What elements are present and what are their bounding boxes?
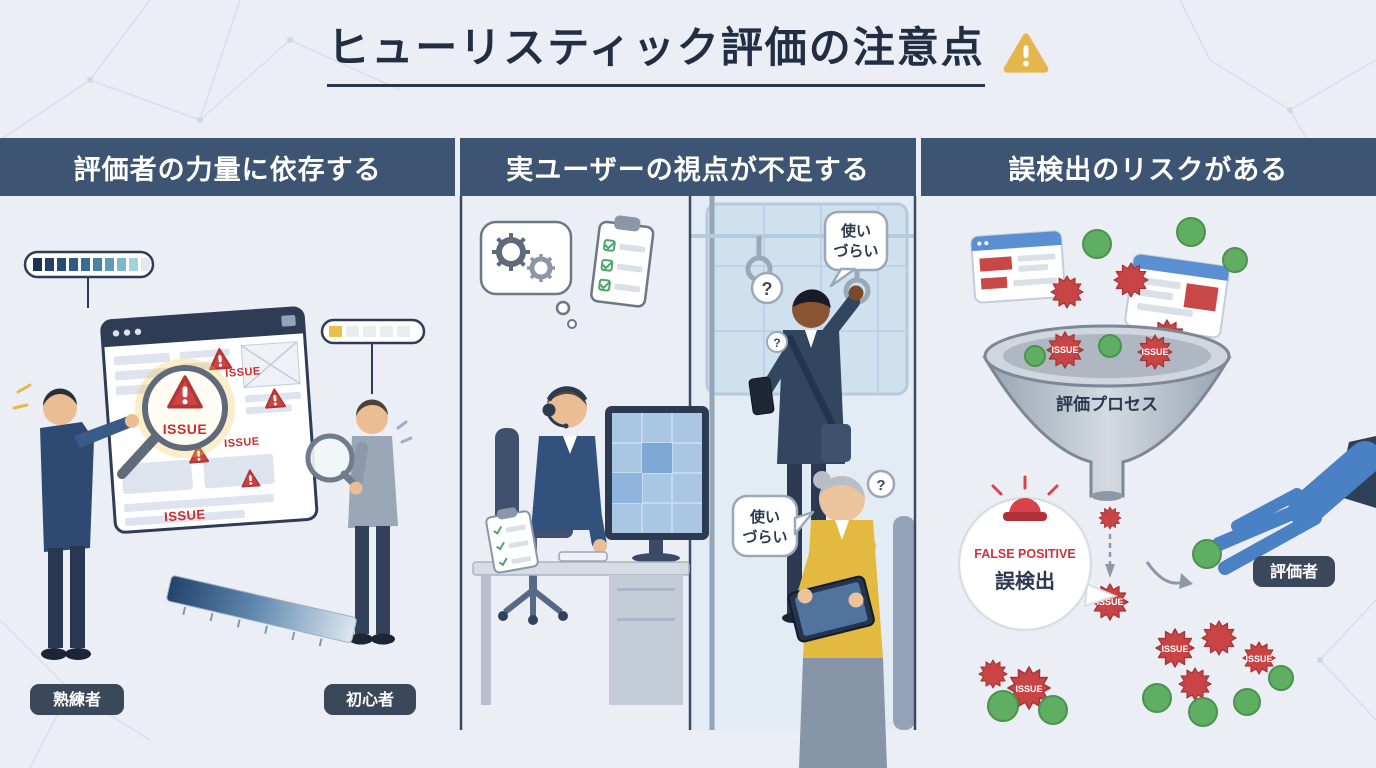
column-headers: 評価者の力量に依存する 実ユーザーの視点が不足する 誤検出のリスクがある — [0, 138, 1376, 196]
issue-burst-icon: ISSUE — [1091, 583, 1129, 621]
shoulder-bag — [821, 424, 851, 462]
beginner-badge-label: 初心者 — [346, 690, 394, 709]
speech-bubble-hard-to-use-top: 使い づらい — [823, 210, 889, 288]
question-mark: ? — [876, 477, 885, 494]
siren-icon — [991, 475, 1059, 521]
issue-label: ISSUE — [224, 436, 260, 450]
issue-label: ISSUE — [1245, 654, 1272, 664]
question-mark: ? — [762, 279, 773, 299]
column-header-text-3: 誤検出のリスクがある — [1008, 154, 1289, 185]
sparkle-icon — [12, 383, 32, 410]
sweat-icon — [396, 420, 413, 444]
issue-label: ISSUE — [225, 365, 261, 379]
thought-bubble-gears — [479, 220, 577, 329]
magnifier-icon: ISSUE — [117, 358, 235, 479]
column-header-user-perspective: 実ユーザーの視点が不足する — [460, 138, 916, 196]
valid-issue-dot — [1188, 697, 1218, 727]
ui-card-1 — [970, 230, 1066, 304]
browser-dots-icon — [112, 328, 142, 337]
speech-bubble-hard-to-use-bottom: 使い づらい — [731, 494, 815, 558]
issue-label: ISSUE — [1096, 597, 1123, 607]
valid-issue-dot — [1024, 345, 1046, 367]
expert-skill-meter — [23, 250, 155, 308]
issue-pile-right: ISSUE ISSUE — [1142, 620, 1294, 727]
valid-issue-dot — [1222, 247, 1248, 273]
speech-text-line1: 使い — [840, 222, 871, 240]
issue-label: ISSUE — [163, 421, 208, 437]
smartphone-icon — [748, 376, 775, 416]
column-header-false-detection: 誤検出のリスクがある — [920, 138, 1376, 196]
evaluator-hand-glove — [1192, 436, 1376, 575]
false-positive-en-label: FALSE POSITIVE — [974, 547, 1075, 561]
valid-issue-dot — [1268, 665, 1294, 691]
beginner-badge: 初心者 — [324, 684, 416, 715]
column-header-text-1: 評価者の力量に依存する — [73, 154, 382, 185]
keyboard-icon — [558, 551, 608, 562]
valid-issue-dot — [987, 690, 1019, 722]
title-band: ヒューリスティック評価の注意点 — [0, 24, 1376, 88]
issue-burst-icon — [978, 659, 1008, 689]
issue-burst-icon: ISSUE — [1046, 331, 1084, 369]
speech-text-line1: 使い — [749, 508, 780, 526]
evaluator-badge-label: 評価者 — [1270, 562, 1318, 581]
valid-issue-dot — [1098, 334, 1122, 358]
beginner-figure — [305, 399, 413, 645]
column-header-evaluator-skill: 評価者の力量に依存する — [0, 138, 456, 196]
ui-card-2 — [1124, 253, 1230, 339]
warning-icon — [1003, 33, 1049, 73]
valid-issue-dot — [1082, 229, 1112, 259]
evaluator-badge: 評価者 — [1253, 556, 1335, 587]
panel-user-perspective: ? ? ? 使い づらい — [459, 196, 917, 768]
gear-icon — [492, 233, 530, 271]
question-mark: ? — [773, 336, 780, 350]
issue-burst-icon: ISSUE — [1137, 334, 1173, 370]
background-passenger — [893, 516, 915, 730]
camera-icon — [281, 314, 296, 327]
question-bubble: ? ? ? — [750, 271, 896, 499]
beginner-skill-meter — [320, 318, 426, 394]
issue-label: ISSUE — [164, 507, 206, 525]
expert-badge: 熟練者 — [30, 684, 124, 715]
monitor — [605, 406, 709, 563]
issue-pile-left: ISSUE — [978, 659, 1068, 725]
floating-checklist — [590, 215, 655, 308]
headset-icon — [542, 386, 588, 429]
false-positive-ja-label: 誤検出 — [995, 569, 1055, 593]
funnel-label: 評価プロセス — [1056, 394, 1158, 414]
illustration-panels: ISSUE ISSUE ISSUE ISSUE — [0, 196, 1376, 768]
small-magnifier-icon — [305, 433, 360, 490]
panel-evaluator-skill: ISSUE ISSUE ISSUE ISSUE — [12, 250, 426, 715]
issue-label: ISSUE — [1015, 684, 1042, 694]
issue-label: ISSUE — [1051, 345, 1078, 355]
expert-badge-label: 熟練者 — [53, 690, 101, 709]
false-positive-bubble: FALSE POSITIVE 誤検出 — [957, 475, 1118, 632]
issue-burst-icon — [1178, 667, 1212, 701]
evaluator-workstation — [472, 386, 709, 705]
page-title: ヒューリスティック評価の注意点 — [327, 24, 985, 88]
valid-issue-dot — [1142, 683, 1172, 713]
valid-issue-dot — [1233, 688, 1261, 716]
issue-label: ISSUE — [1141, 347, 1168, 357]
issue-burst-icon — [1201, 620, 1237, 656]
panel-false-detection: ISSUE ISSUE ISSUE 評価プロセス — [957, 217, 1376, 727]
skill-scale-bar — [166, 575, 357, 647]
desk-checklist — [485, 507, 539, 574]
speech-text-line2: づらい — [833, 243, 878, 260]
issue-label: ISSUE — [1161, 644, 1188, 654]
expert-figure — [40, 388, 139, 660]
gear-icon — [527, 254, 555, 282]
elderly-user-figure — [787, 471, 887, 768]
valid-issue-dot — [1038, 695, 1068, 725]
funnel: ISSUE ISSUE 評価プロセス — [982, 324, 1232, 501]
column-header-text-2: 実ユーザーの視点が不足する — [506, 154, 870, 185]
issue-burst-icon — [1098, 506, 1122, 530]
speech-text-line2: づらい — [742, 529, 787, 546]
check-icon — [598, 239, 646, 293]
picked-valid-dot — [1192, 539, 1222, 569]
pick-arrow — [1145, 561, 1193, 589]
valid-issue-dot — [1176, 217, 1206, 247]
